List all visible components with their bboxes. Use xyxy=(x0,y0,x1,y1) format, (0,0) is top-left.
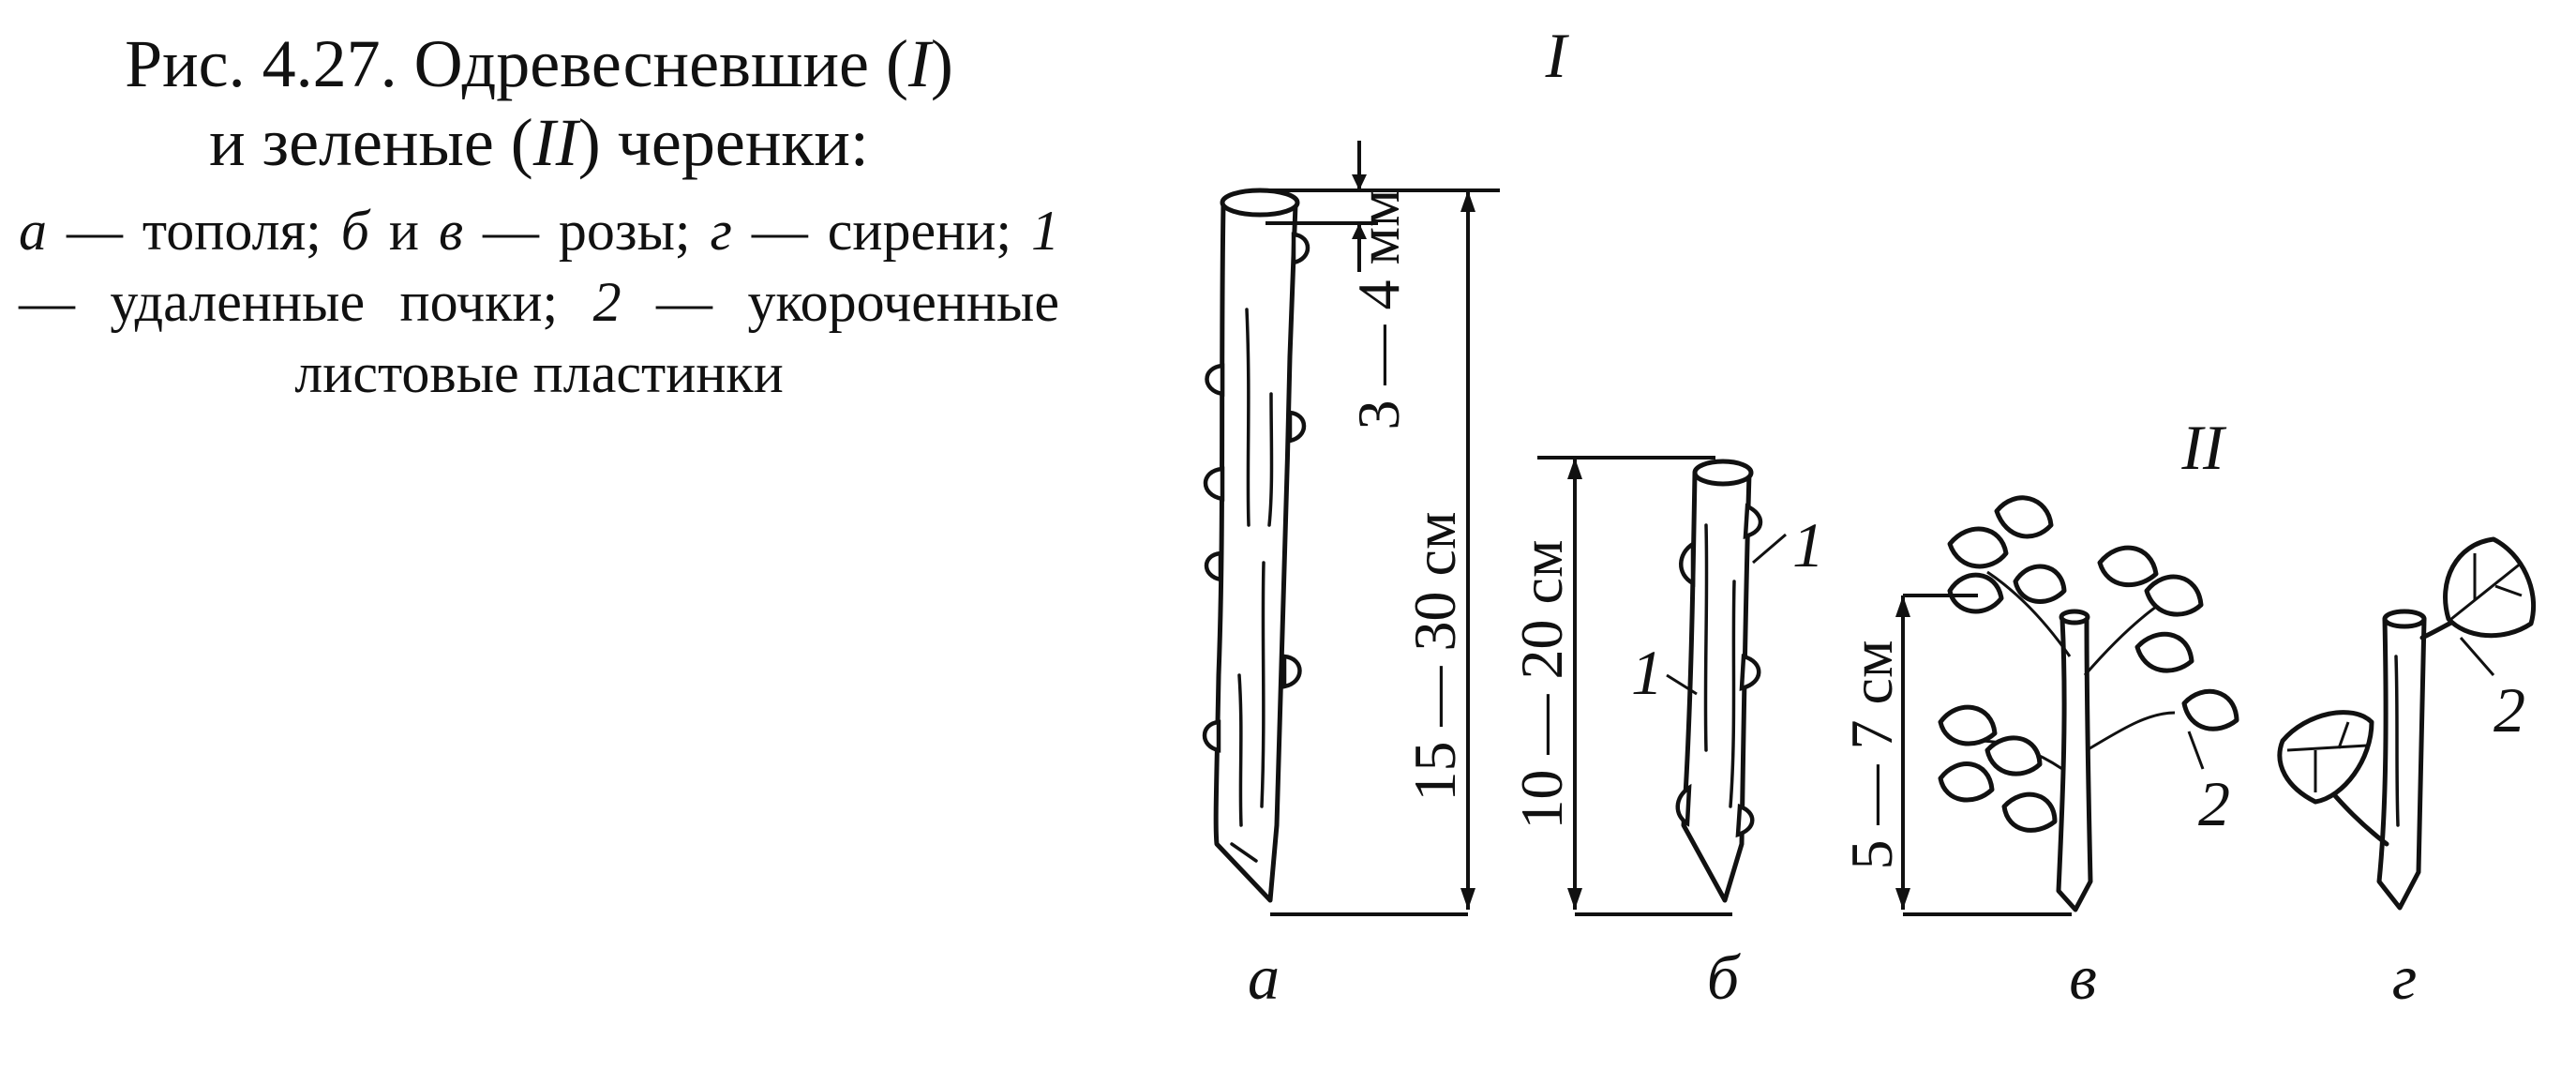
caption-title-part: Рис. 4.27. Одревесневшие ( xyxy=(125,26,908,101)
dim-poplar-length: 15 — 30 см xyxy=(1401,512,1468,802)
legend-key: а xyxy=(19,200,47,262)
group-label-woody: I xyxy=(1545,20,1570,91)
rose-green-dimensions: 5 — 7 см xyxy=(1838,594,2072,916)
caption-title-part: и зеленые ( xyxy=(209,105,533,180)
caption-title: Рис. 4.27. Одревесневшие (I) и зеленые (… xyxy=(19,24,1059,182)
rose-green-leaves xyxy=(1938,495,2239,833)
lilac-shortened-leaves xyxy=(2277,536,2537,805)
removed-bud-callouts: 1 1 xyxy=(1631,509,1824,708)
label-b: б xyxy=(1707,942,1742,1013)
poplar-dimensions: 3 — 4 мм 15 — 30 см xyxy=(1266,141,1500,916)
caption-roman-one: I xyxy=(907,26,931,101)
rose-woody-cutting xyxy=(1537,456,1763,903)
legend-key: б xyxy=(340,200,369,262)
rose-green-cutting: 2 xyxy=(1938,495,2239,912)
callout-removed-buds-left: 1 xyxy=(1631,637,1663,708)
dim-top-gap: 3 — 4 мм xyxy=(1345,189,1412,430)
caption-title-part: ) черенки: xyxy=(577,105,869,180)
rose-thorns xyxy=(1675,503,1763,838)
rose-woody-dimensions: 10 — 20 см xyxy=(1508,458,1732,916)
poplar-cutting xyxy=(1202,188,1310,903)
dim-rose-woody-length: 10 — 20 см xyxy=(1508,540,1575,830)
callout-shortened-leaves-v: 2 xyxy=(2198,768,2230,839)
legend-text: и xyxy=(368,200,439,262)
lilac-cutting: 2 xyxy=(2277,536,2537,911)
caption-legend: а — тополя; б и в — розы; г — сирени; 1 … xyxy=(19,195,1059,409)
legend-key: г xyxy=(710,200,732,262)
legend-key: в xyxy=(438,200,463,262)
poplar-buds xyxy=(1202,232,1310,753)
figure-caption: Рис. 4.27. Одревесневшие (I) и зеленые (… xyxy=(19,24,1059,409)
caption-roman-two: II xyxy=(532,105,578,180)
legend-text: — тополя; xyxy=(47,200,341,262)
legend-text: — удаленные почки; xyxy=(19,271,593,333)
legend-text: — сирени; xyxy=(731,200,1031,262)
legend-key: 1 xyxy=(1031,200,1059,262)
legend-text: — розы; xyxy=(463,200,711,262)
label-v: в xyxy=(2069,942,2097,1013)
legend-text: — укороченные листовые пластинки xyxy=(294,271,1059,404)
legend-key: 2 xyxy=(592,271,622,333)
group-label-green: II xyxy=(2180,412,2227,483)
dim-rose-green-length: 5 — 7 см xyxy=(1838,640,1905,870)
callout-removed-buds-right: 1 xyxy=(1792,509,1824,580)
label-a: а xyxy=(1248,942,1280,1013)
caption-title-part: ) xyxy=(930,26,953,101)
label-g: г xyxy=(2392,942,2418,1013)
callout-shortened-leaves-g: 2 xyxy=(2494,674,2525,746)
